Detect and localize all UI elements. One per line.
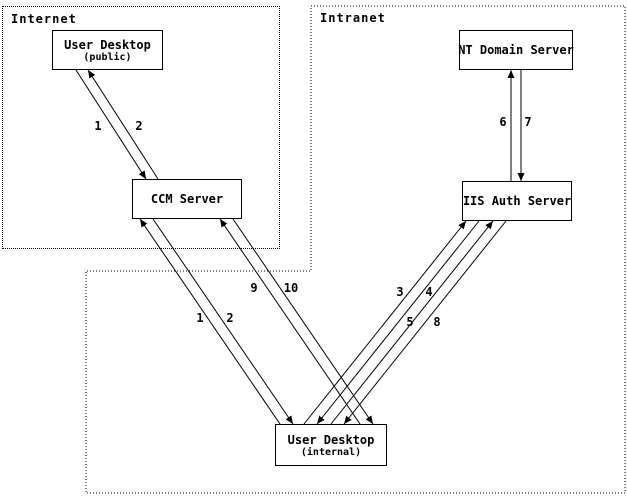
node-user-desktop-public-title: User Desktop xyxy=(64,37,151,52)
zone-internet: Internet xyxy=(2,6,280,249)
zone-intranet-border xyxy=(85,5,626,494)
zone-internet-label: Internet xyxy=(11,12,77,26)
node-ccm-server-title: CCM Server xyxy=(150,192,224,206)
edge-label-5: 5 xyxy=(406,315,413,329)
arrow-1-public-to-ccm xyxy=(75,69,147,180)
edge-label-1-internal: 1 xyxy=(196,311,203,325)
arrow-2-ccm-to-public xyxy=(87,69,159,180)
node-user-desktop-internal: User Desktop (internal) xyxy=(275,424,387,466)
edge-label-2-internal: 2 xyxy=(226,311,233,325)
node-user-desktop-internal-title: User Desktop xyxy=(287,432,375,447)
zone-intranet-label: Intranet xyxy=(320,11,386,25)
node-iis-auth-server: IIS Auth Server xyxy=(462,181,572,221)
arrow-5-internal-to-iis xyxy=(330,220,494,425)
edge-label-3: 3 xyxy=(396,285,403,299)
edge-label-9: 9 xyxy=(250,281,257,295)
arrow-1-internal-to-ccm xyxy=(139,218,281,425)
arrow-8-iis-to-internal xyxy=(343,220,507,425)
node-nt-domain-server: NT Domain Server xyxy=(458,30,574,70)
arrow-3-internal-to-iis xyxy=(303,220,467,425)
edge-label-8: 8 xyxy=(433,315,440,329)
node-ccm-server: CCM Server xyxy=(132,179,242,219)
edge-label-4: 4 xyxy=(425,285,432,299)
arrow-4-iis-to-internal xyxy=(316,220,480,425)
node-user-desktop-public-subtitle: (public) xyxy=(83,51,132,63)
node-nt-domain-server-title: NT Domain Server xyxy=(458,43,574,57)
edge-label-2-public: 2 xyxy=(135,119,142,133)
edge-label-1-public: 1 xyxy=(94,119,101,133)
arrow-9-internal-to-ccm xyxy=(219,218,361,425)
arrow-10-ccm-to-internal xyxy=(232,218,374,425)
node-user-desktop-internal-subtitle: (internal) xyxy=(300,446,362,458)
edge-label-6: 6 xyxy=(499,115,506,129)
edge-label-10: 10 xyxy=(284,281,298,295)
arrow-2-ccm-to-internal xyxy=(152,218,294,425)
node-user-desktop-public: User Desktop (public) xyxy=(52,30,163,70)
node-iis-auth-server-title: IIS Auth Server xyxy=(462,194,572,208)
edge-label-7: 7 xyxy=(524,115,531,129)
